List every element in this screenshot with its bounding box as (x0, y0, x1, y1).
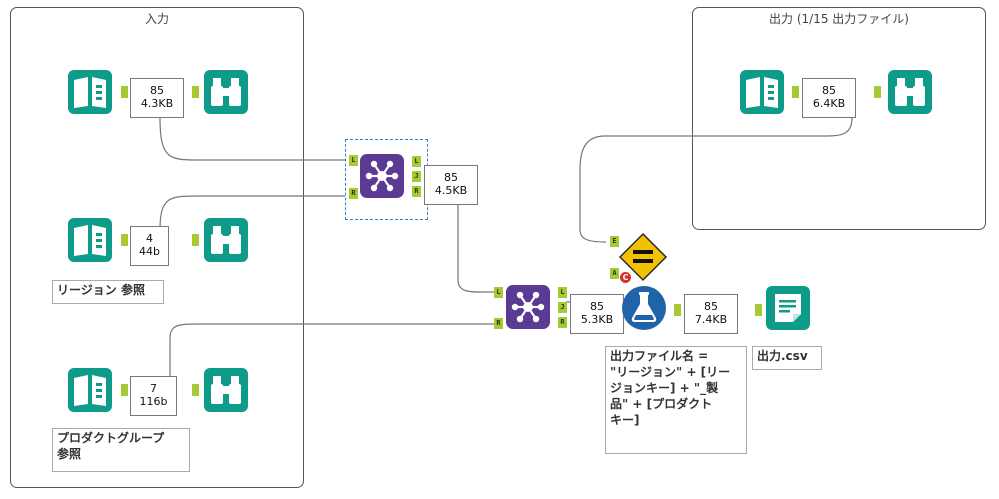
binoculars-icon (895, 78, 925, 106)
browse-1-input-anchor[interactable] (192, 86, 199, 98)
region-reference-annotation[interactable]: リージョン 参照 (52, 280, 164, 304)
formula-tool[interactable] (622, 286, 666, 330)
output-file-icon (775, 294, 801, 322)
join-network-icon (511, 291, 545, 323)
wire-join1-join2-left (457, 200, 494, 293)
output-file-annotation[interactable]: 出力.csv (752, 346, 822, 370)
book-icon (746, 77, 778, 108)
record-count-input3-size: 116b (139, 395, 168, 408)
book-icon (74, 225, 106, 256)
input-3-output-anchor[interactable] (121, 384, 128, 396)
join-1-left-output-anchor[interactable]: L (412, 156, 421, 167)
output-container-title: 出力 (1/15 出力ファイル) (769, 12, 909, 26)
input-4-output-anchor[interactable] (792, 86, 799, 98)
record-count-output-input: 85 6.4KB (802, 78, 856, 118)
flask-icon (631, 292, 657, 322)
join-tool-1[interactable] (360, 154, 404, 198)
browse-2-input-anchor[interactable] (192, 234, 199, 246)
browse-tool-2[interactable] (204, 218, 248, 262)
record-count-join2-records: 85 (590, 300, 604, 313)
record-count-input1-records: 85 (150, 84, 164, 97)
record-count-output-input-records: 85 (822, 84, 836, 97)
join-2-right-output-anchor[interactable]: R (558, 317, 567, 328)
binoculars-icon (211, 78, 241, 106)
input-tool-1[interactable] (68, 70, 112, 114)
record-count-join2: 85 5.3KB (570, 294, 624, 334)
record-count-formula: 85 7.4KB (684, 294, 738, 334)
product-group-reference-annotation[interactable]: プロダクトグループ 参照 (52, 428, 190, 472)
join-1-left-input-anchor[interactable]: L (349, 155, 358, 166)
input-tool-4[interactable] (740, 70, 784, 114)
record-count-input3: 7 116b (130, 376, 177, 416)
record-count-join1-size: 4.5KB (434, 184, 468, 197)
record-count-input3-records: 7 (150, 382, 157, 395)
record-count-output-input-size: 6.4KB (812, 97, 846, 110)
record-count-join2-size: 5.3KB (580, 313, 614, 326)
record-count-input2-size: 44b (139, 245, 160, 258)
record-count-input2: 4 44b (130, 226, 169, 266)
binoculars-icon (211, 376, 241, 404)
formula-annotation[interactable]: 出力ファイル名 = "リージョン" + [リー ジョンキー] + "_製 品" … (605, 346, 747, 454)
book-icon (74, 77, 106, 108)
input-tool-3[interactable] (68, 368, 112, 412)
formula-output-anchor[interactable] (674, 304, 681, 316)
browse-tool-4[interactable] (888, 70, 932, 114)
browse-4-input-anchor[interactable] (874, 86, 881, 98)
record-count-input1: 85 4.3KB (130, 78, 184, 118)
condition-indicator-icon: C (620, 272, 631, 283)
input-container-title: 入力 (144, 12, 169, 26)
join-2-right-input-anchor[interactable]: R (494, 318, 503, 329)
output-tool[interactable] (766, 286, 810, 330)
output-container[interactable]: 出力 (1/15 出力ファイル) (692, 7, 986, 230)
join-2-join-output-anchor[interactable]: J (558, 302, 567, 313)
browse-3-input-anchor[interactable] (192, 384, 199, 396)
output-input-anchor[interactable] (755, 304, 762, 316)
input-1-output-anchor[interactable] (121, 86, 128, 98)
filter-tool[interactable] (618, 232, 668, 282)
record-count-formula-records: 85 (704, 300, 718, 313)
join-tool-2[interactable] (506, 285, 550, 329)
book-icon (74, 375, 106, 406)
record-count-formula-size: 7.4KB (694, 313, 728, 326)
record-count-input2-records: 4 (146, 232, 153, 245)
join-2-left-output-anchor[interactable]: L (558, 287, 567, 298)
join-1-join-output-anchor[interactable]: J (412, 171, 421, 182)
equals-diamond-icon (618, 232, 668, 282)
binoculars-icon (211, 226, 241, 254)
filter-action-anchor[interactable]: A (610, 268, 619, 279)
join-1-right-input-anchor[interactable]: R (349, 188, 358, 199)
input-2-output-anchor[interactable] (121, 234, 128, 246)
join-network-icon (365, 160, 399, 192)
filter-error-anchor[interactable]: E (610, 236, 619, 247)
input-tool-2[interactable] (68, 218, 112, 262)
join-1-right-output-anchor[interactable]: R (412, 186, 421, 197)
browse-tool-3[interactable] (204, 368, 248, 412)
join-2-left-input-anchor[interactable]: L (494, 287, 503, 298)
browse-tool-1[interactable] (204, 70, 248, 114)
record-count-join1-records: 85 (444, 171, 458, 184)
record-count-input1-size: 4.3KB (140, 97, 174, 110)
record-count-join1: 85 4.5KB (424, 165, 478, 205)
